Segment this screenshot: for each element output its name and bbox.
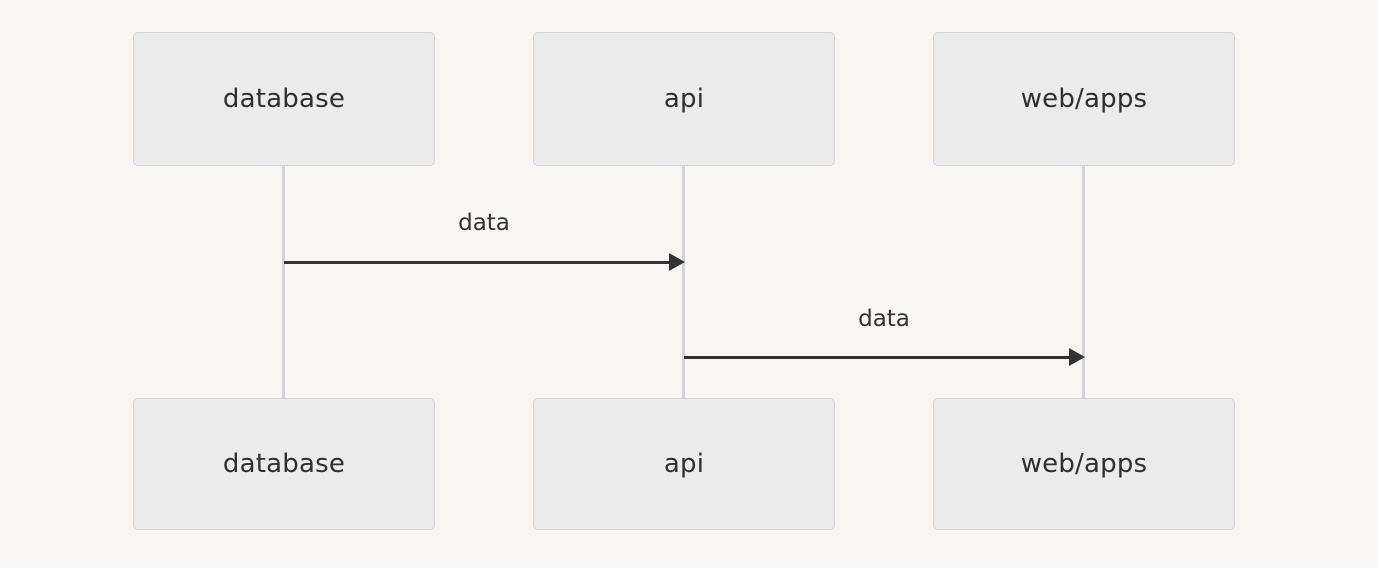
participant-box-database-top[interactable]: database <box>133 32 435 166</box>
participant-box-api-bottom[interactable]: api <box>533 398 835 530</box>
participant-box-database-bottom[interactable]: database <box>133 398 435 530</box>
participant-label-database-bottom: database <box>222 449 346 479</box>
message-arrowhead-database-to-api <box>669 253 685 271</box>
participant-box-webapps-top[interactable]: web/apps <box>933 32 1235 166</box>
lifeline-database <box>282 165 285 400</box>
message-line-api-to-webapps <box>684 356 1070 359</box>
participant-label-api-bottom: api <box>663 449 705 479</box>
participant-box-api-top[interactable]: api <box>533 32 835 166</box>
lifeline-webapps <box>1082 165 1085 400</box>
participant-box-webapps-bottom[interactable]: web/apps <box>933 398 1235 530</box>
participant-label-database-top: database <box>222 84 346 114</box>
lifeline-api <box>682 165 685 400</box>
participant-label-webapps-top: web/apps <box>1020 84 1148 114</box>
participant-label-api-top: api <box>663 84 705 114</box>
message-arrowhead-api-to-webapps <box>1069 348 1085 366</box>
message-label-data-1: data <box>458 210 510 236</box>
message-label-data-2: data <box>858 306 910 332</box>
message-line-database-to-api <box>284 261 670 264</box>
participant-label-webapps-bottom: web/apps <box>1020 449 1148 479</box>
